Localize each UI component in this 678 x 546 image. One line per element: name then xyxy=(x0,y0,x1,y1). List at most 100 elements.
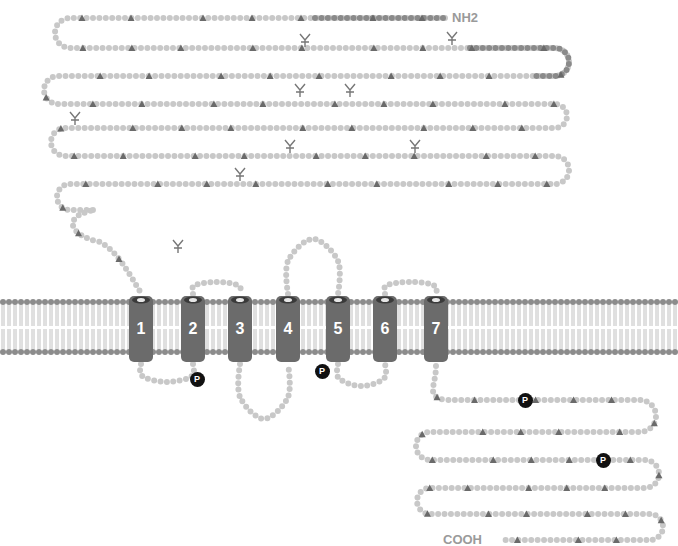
lipid-head xyxy=(474,349,480,355)
lipid-tail xyxy=(568,329,569,349)
lipid-tail xyxy=(304,305,305,326)
lipid-head xyxy=(36,299,42,305)
lipid-head xyxy=(576,349,582,355)
lipid-head xyxy=(456,349,462,355)
lipid-tail xyxy=(578,305,579,326)
lipid-tail xyxy=(76,305,77,326)
lipid-tail xyxy=(14,329,15,349)
lipid-head xyxy=(84,299,90,305)
lipid-head xyxy=(366,299,372,305)
residue-triangle xyxy=(575,537,582,544)
lipid-tail xyxy=(460,329,461,349)
residue-triangle xyxy=(370,45,377,52)
node-label: 6 xyxy=(381,321,390,337)
lipid-head xyxy=(6,299,12,305)
lipid-tail xyxy=(272,305,273,326)
residue-triangle xyxy=(651,420,658,427)
lipid-tail xyxy=(484,329,485,349)
lipid-tail xyxy=(604,329,605,349)
lipid-tail xyxy=(224,329,225,349)
lipid-head xyxy=(360,349,366,355)
lipid-tail xyxy=(206,329,207,349)
lipid-tail xyxy=(568,305,569,326)
lipid-tail xyxy=(614,305,615,326)
lipid-head xyxy=(636,349,642,355)
residue-triangle xyxy=(616,429,623,436)
lipid-head xyxy=(660,349,666,355)
c-terminus-chain xyxy=(416,366,663,540)
lipid-tail xyxy=(28,329,29,349)
lipid-tail xyxy=(308,305,309,326)
lipid-head xyxy=(510,299,516,305)
residue-triangle xyxy=(146,73,153,80)
lipid-head xyxy=(48,349,54,355)
node-label: 4 xyxy=(284,321,293,337)
lipid-head xyxy=(216,349,222,355)
lipid-head xyxy=(258,349,264,355)
lipid-tail xyxy=(656,329,657,349)
residue-triangle xyxy=(411,153,418,160)
lipid-tail xyxy=(670,329,671,349)
residue-triangle xyxy=(316,73,323,80)
lipid-tail xyxy=(464,305,465,326)
lipid-tail xyxy=(226,329,227,349)
lipid-head xyxy=(468,299,474,305)
lipid-tail xyxy=(566,305,567,326)
lipid-tail xyxy=(128,305,129,326)
lipid-tail xyxy=(20,329,21,349)
node-label: P xyxy=(319,367,325,376)
lipid-tail xyxy=(8,305,9,326)
lipid-head xyxy=(588,299,594,305)
lipid-tail xyxy=(520,305,521,326)
lipid-head xyxy=(354,349,360,355)
lipid-tail xyxy=(32,329,33,349)
lipid-tail xyxy=(322,329,323,349)
lipid-head xyxy=(252,349,258,355)
helix-top xyxy=(189,298,197,302)
residue-triangle xyxy=(419,45,426,52)
residue-triangle xyxy=(298,15,305,22)
lipid-tail xyxy=(466,329,467,349)
lipid-tail xyxy=(364,329,365,349)
lipid-head xyxy=(156,299,162,305)
lipid-tail xyxy=(532,329,533,349)
helix-top xyxy=(231,297,249,304)
residue-triangle xyxy=(471,397,478,404)
residue-triangle xyxy=(203,181,210,188)
lipid-tail xyxy=(314,305,315,326)
phosphorylation-site: P xyxy=(190,372,205,387)
lipid-tail xyxy=(404,305,405,326)
lipid-tail xyxy=(458,305,459,326)
lipid-tail xyxy=(406,305,407,326)
helix-top xyxy=(279,297,297,304)
lipid-head xyxy=(630,299,636,305)
lipid-tail xyxy=(580,329,581,349)
residue-triangle xyxy=(419,431,426,438)
lipid-head xyxy=(312,349,318,355)
lipid-tail xyxy=(670,305,671,326)
lipid-tail xyxy=(668,329,669,349)
lipid-tail xyxy=(460,305,461,326)
lipid-tail xyxy=(86,305,87,326)
lipid-tail xyxy=(370,329,371,349)
residue-triangle xyxy=(154,181,161,188)
lipid-tail xyxy=(44,329,45,349)
residue-triangle xyxy=(622,511,629,518)
transmembrane-helix: 5 xyxy=(326,294,350,364)
lipid-tail xyxy=(538,329,539,349)
lipid-tail xyxy=(548,329,549,349)
lipid-tail xyxy=(10,329,11,349)
lipid-tail xyxy=(602,329,603,349)
lipid-tail xyxy=(628,305,629,326)
lipid-tail xyxy=(170,305,171,326)
transmembrane-helix: 1 xyxy=(129,294,153,364)
helix-top xyxy=(284,298,292,302)
lipid-tail xyxy=(226,305,227,326)
lipid-head xyxy=(354,299,360,305)
lipid-tail xyxy=(266,305,267,326)
glycosylation-symbol xyxy=(70,112,80,125)
lipid-head xyxy=(222,349,228,355)
lipid-tail xyxy=(2,305,3,326)
lipid-tail xyxy=(598,305,599,326)
